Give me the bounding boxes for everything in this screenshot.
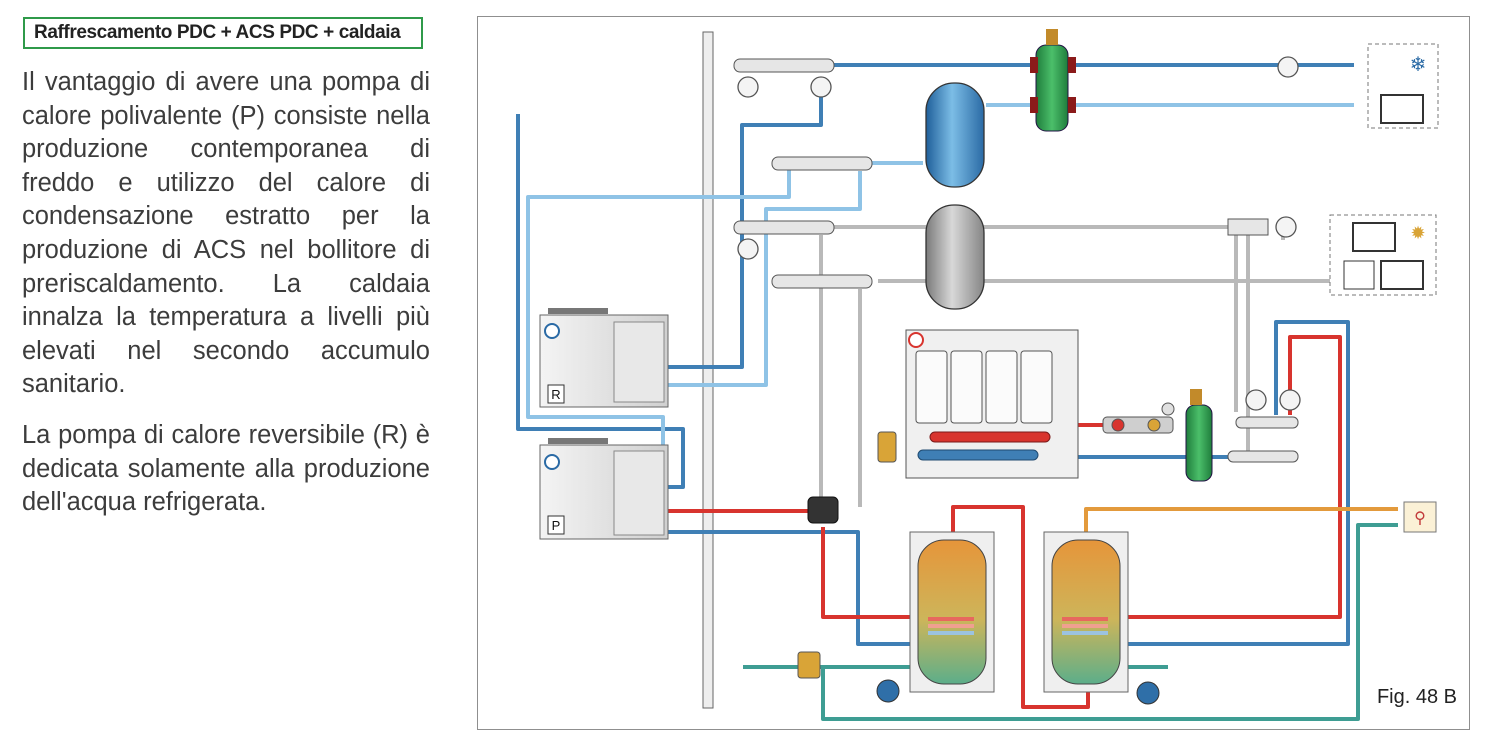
pump-icon [810, 76, 832, 98]
pump-group [737, 56, 1301, 411]
section-title-text: Raffrescamento PDC + ACS PDC + caldaia [34, 22, 401, 43]
chilled-buffer-tank [925, 82, 985, 188]
pump-icon [737, 238, 759, 260]
power-icon [544, 454, 560, 470]
mixing-valve-box [1227, 218, 1269, 236]
hydraulic-separator-top [1030, 29, 1076, 132]
fancoil-icon [1380, 94, 1424, 124]
flame-icon [908, 332, 924, 348]
manifold-low [771, 274, 873, 289]
hydraulic-schematic: R P ❄ ✹ [516, 29, 1439, 721]
manifold-mid [733, 220, 835, 235]
sun-icon: ✹ [1410, 223, 1425, 243]
valve-icon [797, 651, 821, 679]
manifold-right-bottom [1227, 450, 1299, 463]
pump-icon [1277, 56, 1299, 78]
main-collector-bar [702, 31, 714, 709]
unit-p-label: P [552, 518, 561, 533]
expansion-vessel [876, 679, 900, 703]
figure-label: Fig. 48 B [1376, 686, 1457, 708]
manifold-light [771, 156, 873, 171]
heat-pump-r: R [539, 308, 669, 408]
power-icon [544, 323, 560, 339]
manifold-top [733, 58, 835, 73]
dhw-final-tank [1043, 531, 1129, 693]
pump-icon [1245, 389, 1267, 411]
manifold-right-top [1235, 416, 1299, 429]
tap-icon: ⚲ [1414, 510, 1426, 527]
boiler-cascade [905, 329, 1079, 479]
section-title: Raffrescamento PDC + ACS PDC + caldaia [23, 17, 423, 49]
pump-icon [1275, 216, 1297, 238]
pump-icon [1279, 389, 1301, 411]
hot-pipes [666, 335, 1342, 709]
heating-terminals: ✹ [1329, 214, 1437, 296]
paragraph-reversible: La pompa di calore reversibile (R) è ded… [22, 421, 430, 517]
expansion-vessel [1136, 681, 1160, 705]
snowflake-icon: ❄ [1410, 54, 1427, 76]
valve-group [1102, 402, 1175, 434]
tap-terminal: ⚲ [1403, 501, 1437, 533]
hydraulic-separator-right [1185, 389, 1213, 482]
heat-pump-p: P [539, 438, 669, 540]
hydraulic-diagram: R P ❄ ✹ [477, 16, 1470, 730]
heating-buffer-tank [925, 204, 985, 310]
valve-icon [877, 431, 897, 463]
cold-supply-pipes [516, 63, 1354, 646]
dhw-pipes [1084, 507, 1398, 532]
fancoil-icon [1380, 260, 1424, 290]
paragraph-polyvalent: Il vantaggio di avere una pompa di calor… [22, 68, 430, 399]
pump-icon [737, 76, 759, 98]
radiator-icon [1343, 260, 1375, 290]
dhw-circulator [807, 496, 839, 524]
dhw-preheat-tank [909, 531, 995, 693]
cooling-terminals: ❄ [1367, 43, 1439, 129]
floor-heating-icon [1352, 222, 1396, 252]
unit-r-label: R [551, 387, 560, 402]
